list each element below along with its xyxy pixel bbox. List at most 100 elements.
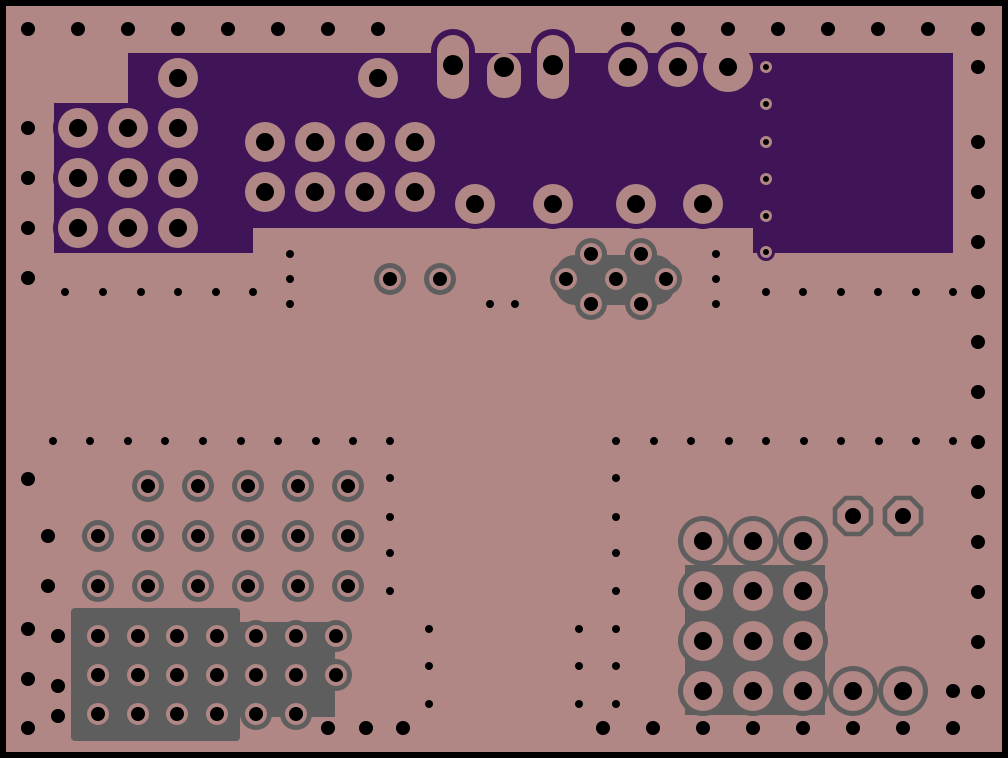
small-pad	[332, 470, 364, 502]
via	[212, 288, 220, 296]
via	[21, 171, 35, 185]
pads	[53, 29, 928, 730]
via	[71, 22, 85, 36]
octagon-pad	[882, 495, 924, 537]
small-pad	[87, 625, 109, 647]
through-hole-pad	[728, 666, 778, 716]
via	[21, 221, 35, 235]
via	[612, 625, 620, 633]
small-pad	[280, 659, 312, 691]
small-pad	[240, 620, 272, 652]
via	[796, 721, 810, 735]
through-hole-pad	[828, 666, 878, 716]
ring-via	[757, 133, 775, 151]
through-hole-pad	[290, 117, 340, 167]
small-pad	[240, 659, 272, 691]
through-hole-pad	[778, 566, 828, 616]
via	[386, 513, 394, 521]
via	[21, 271, 35, 285]
via	[575, 625, 583, 633]
via	[846, 721, 860, 735]
through-hole-pad	[240, 167, 290, 217]
through-hole-pad	[340, 167, 390, 217]
small-pad	[280, 620, 312, 652]
small-pad	[132, 470, 164, 502]
via	[425, 625, 433, 633]
through-hole-pad	[450, 179, 500, 229]
small-pad	[320, 659, 352, 691]
via	[286, 275, 294, 283]
through-hole-pad	[603, 42, 653, 92]
via	[971, 535, 985, 549]
via	[286, 250, 294, 258]
via	[199, 437, 207, 445]
via	[21, 721, 35, 735]
via	[725, 437, 733, 445]
small-pad	[282, 470, 314, 502]
ring-via	[757, 243, 775, 261]
through-hole-pad	[353, 53, 403, 103]
via	[612, 437, 620, 445]
via	[99, 288, 107, 296]
through-hole-pad	[53, 153, 103, 203]
via	[396, 721, 410, 735]
via	[349, 437, 357, 445]
small-pad	[575, 238, 607, 270]
via	[511, 300, 519, 308]
via	[386, 474, 394, 482]
small-pad	[424, 263, 456, 295]
small-pad	[280, 698, 312, 730]
small-pad	[127, 625, 149, 647]
via	[875, 437, 883, 445]
via	[912, 437, 920, 445]
through-hole-pad	[778, 516, 828, 566]
via	[174, 288, 182, 296]
via	[486, 300, 494, 308]
small-pad	[550, 263, 582, 295]
via	[21, 121, 35, 135]
via	[971, 385, 985, 399]
via	[971, 135, 985, 149]
small-pad	[127, 664, 149, 686]
via	[971, 335, 985, 349]
via	[249, 288, 257, 296]
through-hole-pad	[103, 153, 153, 203]
ring-via	[757, 95, 775, 113]
via	[612, 587, 620, 595]
via	[821, 22, 835, 36]
via	[21, 672, 35, 686]
small-pad	[374, 263, 406, 295]
via	[949, 288, 957, 296]
via	[837, 288, 845, 296]
small-pad	[182, 570, 214, 602]
via	[912, 288, 920, 296]
through-hole-pad	[703, 42, 753, 92]
via	[946, 721, 960, 735]
small-pad	[132, 570, 164, 602]
through-hole-pad	[678, 179, 728, 229]
through-hole-pad	[728, 616, 778, 666]
via	[712, 275, 720, 283]
through-hole-pad	[778, 666, 828, 716]
through-hole-pad	[653, 42, 703, 92]
via	[575, 700, 583, 708]
small-pad	[320, 620, 352, 652]
small-pad	[282, 520, 314, 552]
small-pad	[132, 520, 164, 552]
via	[971, 22, 985, 36]
via	[171, 22, 185, 36]
via	[51, 709, 65, 723]
vias	[21, 22, 985, 735]
small-pad	[206, 625, 228, 647]
via	[321, 22, 335, 36]
via	[221, 22, 235, 36]
via	[650, 437, 658, 445]
via	[51, 679, 65, 693]
through-hole-pad	[240, 117, 290, 167]
via	[712, 250, 720, 258]
via	[371, 22, 385, 36]
via	[971, 485, 985, 499]
small-pad	[232, 520, 264, 552]
via	[646, 721, 660, 735]
